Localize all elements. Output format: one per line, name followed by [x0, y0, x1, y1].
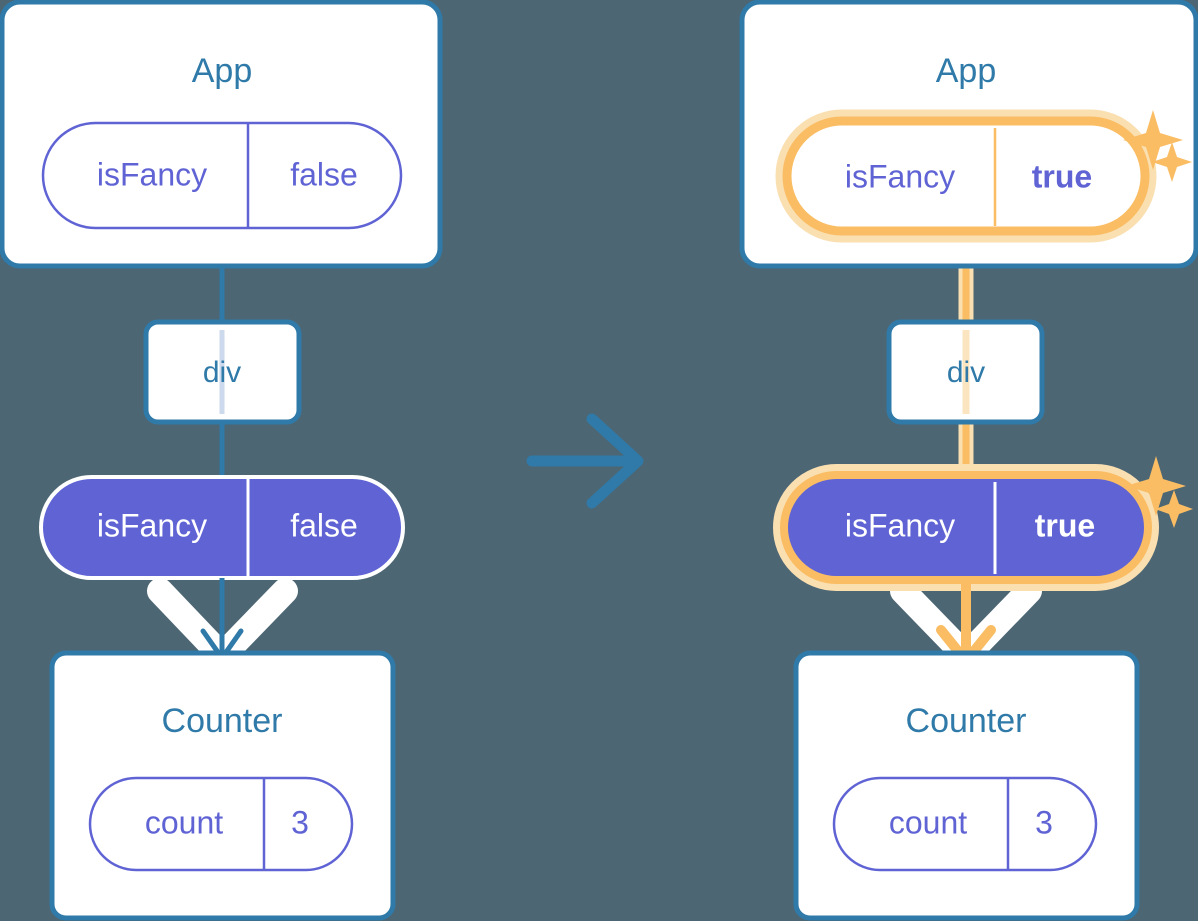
app-state-pill-before[interactable]: isFancy false [41, 121, 403, 230]
pill-frame [832, 776, 1098, 872]
pill-key: count [889, 804, 967, 840]
sparkle-large-prop-icon [1126, 456, 1186, 516]
pill-frame [41, 121, 403, 230]
sparkle-small-prop-icon [1155, 490, 1193, 528]
counter-state-pill-before[interactable]: count 3 [88, 776, 354, 872]
pill-value: 3 [1035, 804, 1053, 840]
pill-frame [88, 776, 354, 872]
panel-before: App isFancy false div [0, 0, 443, 921]
div-node-after: div [886, 319, 1045, 425]
counter-box-title: Counter [906, 702, 1027, 740]
pill-value: false [290, 156, 358, 192]
pill-value: false [290, 507, 358, 543]
pill-key: isFancy [97, 507, 207, 543]
counter-box-before: Counter count 3 [49, 650, 396, 921]
panel-after: App isFancy true [739, 0, 1198, 921]
pill-key: count [145, 804, 223, 840]
pill-key: isFancy [845, 158, 955, 194]
pill-key: isFancy [97, 156, 207, 192]
prop-pill-after[interactable]: isFancy true [773, 464, 1159, 591]
sparkle-small-app-icon [1152, 142, 1192, 182]
counter-box-title: Counter [162, 702, 283, 740]
app-box-title: App [192, 52, 253, 90]
pill-value: 3 [291, 804, 309, 840]
app-box-before: App isFancy false [0, 0, 443, 269]
div-node-label: div [947, 356, 985, 389]
app-box-title: App [936, 52, 997, 90]
app-state-pill-after[interactable]: isFancy true [775, 109, 1157, 243]
app-box-after: App isFancy true [739, 0, 1198, 269]
div-node-before: div [143, 319, 302, 425]
counter-state-pill-after[interactable]: count 3 [832, 776, 1098, 872]
counter-box-after: Counter count 3 [793, 650, 1140, 921]
pill-value: true [1032, 158, 1092, 194]
div-node-label: div [203, 356, 241, 389]
sparkle-large-app-icon [1123, 110, 1183, 170]
prop-pill-before[interactable]: isFancy false [39, 475, 405, 580]
pill-value: true [1035, 507, 1095, 543]
transition-arrow-right-icon [526, 413, 644, 509]
pill-highlight-ring [782, 116, 1150, 236]
pill-key: isFancy [845, 507, 955, 543]
